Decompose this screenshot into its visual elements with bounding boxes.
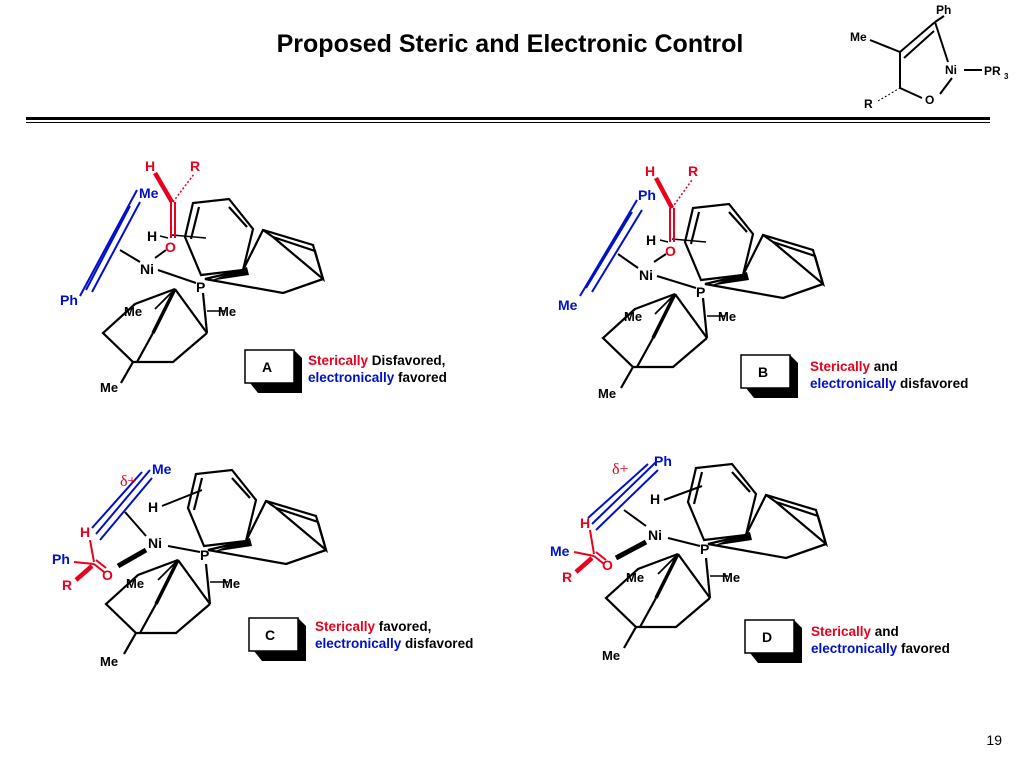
alkyne-ph-label-a: Ph: [60, 292, 78, 308]
aldehyde-ph-label-c: Ph: [52, 551, 70, 567]
caption-c-rest1: favored,: [375, 619, 432, 634]
aldehyde-h-label-d: H: [580, 515, 590, 531]
label-box-d: D: [744, 619, 802, 663]
p-label-c: P: [200, 547, 209, 563]
alkyne-me-label-b: Me: [558, 297, 578, 313]
oxygen-label-a: O: [165, 239, 176, 255]
ring-r-label: R: [864, 97, 873, 111]
h-label-b: H: [646, 232, 656, 248]
caption-d-rest1: and: [871, 624, 899, 639]
caption-d-steric: Sterically: [811, 624, 872, 639]
me-label-d-1: Me: [626, 570, 644, 585]
slide-title: Proposed Steric and Electronic Control: [276, 30, 744, 58]
aldehyde-h-label-b: H: [645, 163, 655, 179]
title-rule-thin: [26, 122, 990, 123]
caption-d-electronic: electronically: [811, 641, 898, 656]
caption-c-rest2: disfavored: [401, 636, 474, 651]
caption-d-rest2: favored: [897, 641, 950, 656]
me-label-a-3: Me: [100, 380, 118, 395]
caption-b-electronic: electronically: [810, 376, 897, 391]
caption-b: Sterically and electronically disfavored: [810, 358, 968, 392]
caption-a-steric: Sterically: [308, 353, 369, 368]
label-box-b-text: B: [758, 364, 768, 380]
me-label-d-3: Me: [602, 648, 620, 663]
ni-label-b: Ni: [639, 267, 653, 283]
caption-b-steric: Sterically: [810, 359, 871, 374]
alkyne-ph-label-b: Ph: [638, 187, 656, 203]
structure-c-labels: δ+ Me H Ph R O H Ni P Me Me Me: [52, 461, 240, 669]
alkyne-ph-label-d: Ph: [654, 453, 672, 469]
ring-o-label: O: [925, 93, 934, 107]
caption-c: Sterically favored, electronically disfa…: [315, 618, 473, 652]
me-label-c-2: Me: [222, 576, 240, 591]
caption-d: Sterically and electronically favored: [811, 623, 950, 657]
ni-label-d: Ni: [648, 527, 662, 543]
ring-pr-label: PR: [984, 64, 1001, 78]
oxygen-label-d: O: [602, 557, 613, 573]
me-label-c-1: Me: [126, 576, 144, 591]
p-label-d: P: [700, 541, 709, 557]
alkyne-me-label-c: Me: [152, 461, 172, 477]
caption-a-rest2: favored: [394, 370, 447, 385]
oxanickelacycle-structure: Ph Me Ni PR 3 R O: [850, 3, 1009, 111]
structure-d-labels: δ+ Ph H Me R O H Ni P Me Me Me: [550, 453, 740, 663]
alkyne-me-label-a: Me: [139, 185, 159, 201]
aldehyde-r-label-b: R: [688, 163, 698, 179]
aldehyde-r-label-c: R: [62, 577, 72, 593]
me-label-d-2: Me: [722, 570, 740, 585]
caption-b-rest1: and: [870, 359, 898, 374]
aldehyde-r-label-d: R: [562, 569, 572, 585]
p-label-b: P: [696, 284, 705, 300]
caption-a-rest1: Disfavored,: [368, 353, 446, 368]
caption-b-rest2: disfavored: [896, 376, 969, 391]
h-label-a: H: [147, 228, 157, 244]
label-box-b: B: [740, 354, 798, 398]
label-box-a-text: A: [262, 359, 272, 375]
caption-a-electronic: electronically: [308, 370, 395, 385]
ring-ph-label: Ph: [936, 3, 951, 17]
h-label-d: H: [650, 491, 660, 507]
caption-c-steric: Sterically: [315, 619, 376, 634]
label-box-c-text: C: [265, 627, 275, 643]
aldehyde-h-label-c: H: [80, 524, 90, 540]
ni-label-c: Ni: [148, 535, 162, 551]
title-rule-thick: [26, 117, 990, 120]
oxygen-label-b: O: [665, 243, 676, 259]
aldehyde-me-label-d: Me: [550, 543, 570, 559]
label-box-a: A: [244, 349, 302, 393]
aldehyde-h-label-a: H: [145, 158, 155, 174]
page-number: 19: [986, 732, 1002, 748]
me-label-b-2: Me: [718, 309, 736, 324]
caption-a: Sterically Disfavored, electronically fa…: [308, 352, 447, 386]
me-label-b-3: Me: [598, 386, 616, 401]
h-label-c: H: [148, 499, 158, 515]
label-box-c: C: [248, 617, 306, 661]
me-label-c-3: Me: [100, 654, 118, 669]
me-label-a-2: Me: [218, 304, 236, 319]
structure-b-labels: H R O Ph Me H Ni P Me Me Me: [558, 163, 736, 401]
aldehyde-r-label-a: R: [190, 158, 200, 174]
me-label-b-1: Me: [624, 309, 642, 324]
label-box-d-text: D: [762, 629, 772, 645]
delta-plus-label-d: δ+: [612, 461, 629, 478]
ni-label-a: Ni: [140, 261, 154, 277]
ring-ni-label: Ni: [945, 63, 957, 77]
ring-pr-subscript: 3: [1004, 72, 1009, 81]
structure-a-labels: H R O Me Ph H Ni P Me Me Me: [60, 158, 236, 395]
caption-c-electronic: electronically: [315, 636, 402, 651]
me-label-a-1: Me: [124, 304, 142, 319]
delta-plus-label-c: δ+: [120, 473, 137, 490]
p-label-a: P: [196, 279, 205, 295]
oxygen-label-c: O: [102, 567, 113, 583]
ring-me-label: Me: [850, 30, 867, 44]
